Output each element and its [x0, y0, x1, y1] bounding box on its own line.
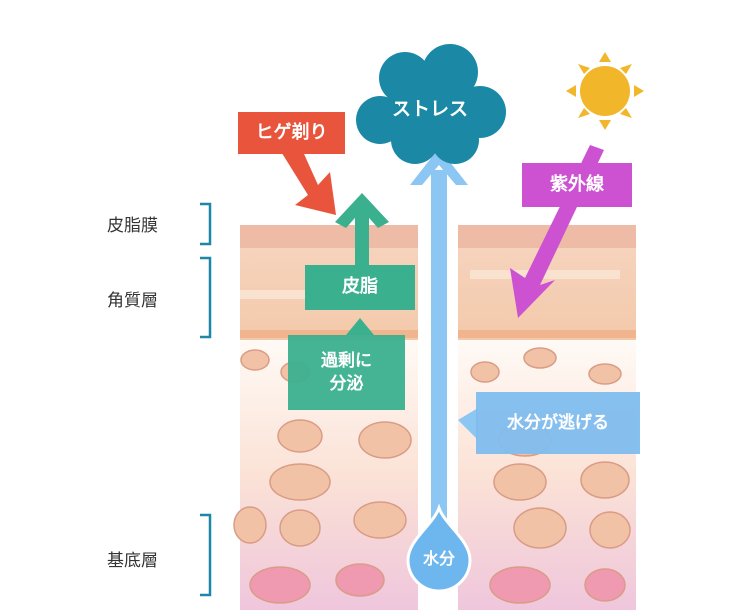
water-escapes-label: 水分が逃げる	[476, 392, 640, 454]
sun-icon	[566, 52, 644, 130]
water-arrow	[410, 148, 468, 525]
stress-label: ストレス	[391, 98, 468, 121]
layer-brackets	[200, 202, 212, 597]
water-escape-pointer	[458, 408, 478, 440]
stress-cloud-icon	[356, 44, 506, 164]
label-stratum-corneum: 角質層	[107, 291, 158, 311]
water-label: 水分	[422, 549, 455, 569]
uv-label: 紫外線	[522, 163, 632, 207]
sebum-label: 皮脂	[305, 265, 415, 310]
label-sebum-film: 皮脂膜	[107, 216, 158, 236]
water-drop-icon	[406, 503, 472, 593]
shaving-label: ヒゲ剃り	[238, 112, 345, 154]
sebum-arrow	[335, 193, 389, 335]
label-basal-layer: 基底層	[107, 551, 158, 571]
excess-secretion-label: 過剰に 分泌	[288, 335, 405, 410]
shaving-arrow	[280, 145, 336, 215]
